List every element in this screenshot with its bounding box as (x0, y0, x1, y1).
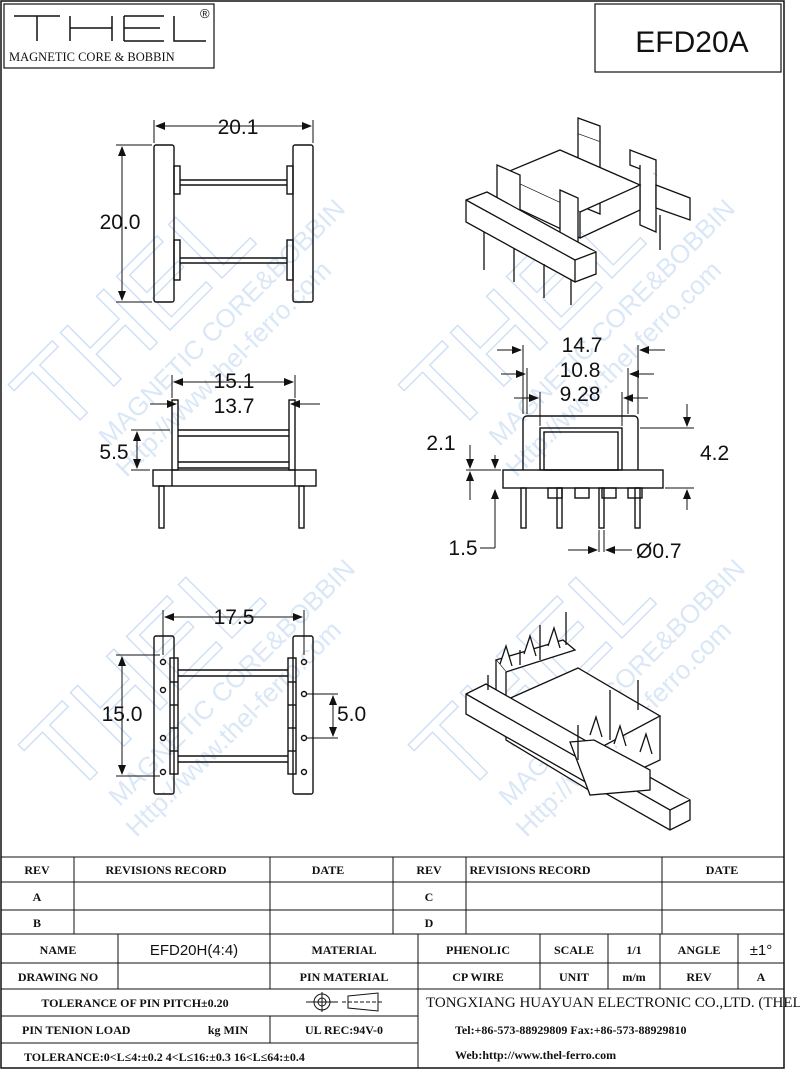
side-view-dims (131, 375, 320, 471)
dim-end-flange: 2.1 (426, 432, 455, 455)
first-angle-projection-icon (306, 992, 384, 1012)
top-view (153, 144, 314, 303)
rev-d: D (425, 916, 434, 930)
bottom-view (153, 635, 314, 795)
side-view (152, 399, 317, 529)
dim-side-height: 5.5 (99, 441, 128, 464)
dim-end-pin-offset: 1.5 (448, 537, 477, 560)
title-block (1, 856, 784, 1068)
dim-end-inner: 9.28 (560, 383, 601, 406)
unit-value: m/m (622, 970, 645, 984)
pin-material-value: CP WIRE (452, 970, 503, 984)
scale-value: 1/1 (626, 943, 641, 957)
logo-block: ® MAGNETIC CORE & BOBBIN (3, 3, 215, 69)
company-phone: Tel:+86-573-88929809 Fax:+86-573-8892981… (455, 1023, 687, 1037)
dim-end-window: 4.2 (700, 442, 729, 465)
material-label: MATERIAL (311, 943, 376, 957)
registered-icon: ® (200, 6, 210, 21)
date-header-right: DATE (706, 863, 738, 877)
rev-b: B (33, 916, 41, 930)
angle-value: ±1° (750, 942, 773, 959)
top-view-dims (116, 120, 314, 303)
rev-value: A (757, 970, 766, 984)
pin-material-label: PIN MATERIAL (300, 970, 389, 984)
dim-end-outer: 14.7 (562, 334, 603, 357)
rev-c: C (425, 890, 434, 904)
rev-label-bottom: REV (686, 970, 712, 984)
end-view (502, 415, 664, 529)
bottom-view-dims (116, 610, 338, 777)
dim-bottom-height: 15.0 (102, 703, 143, 726)
revisions-record-header: REVISIONS RECORD (105, 863, 226, 877)
logo-letters (14, 15, 206, 42)
rev-header: REV (24, 863, 50, 877)
rev-header-right: REV (416, 863, 442, 877)
isometric-view-bottom (465, 612, 691, 831)
dim-side-outer: 15.1 (214, 370, 255, 393)
revisions-record-header-right: REVISIONS RECORD (469, 863, 590, 877)
tolerance-line: TOLERANCE:0<L≤4:±0.2 4<L≤16:±0.3 16<L≤64… (24, 1050, 305, 1064)
material-value: PHENOLIC (446, 943, 510, 957)
company-web: Web:http://www.thel-ferro.com (455, 1048, 616, 1062)
pin-tension-label: PIN TENION LOAD (22, 1023, 131, 1037)
dim-bottom-pitch: 5.0 (337, 703, 366, 726)
part-number-block: EFD20A (594, 3, 782, 73)
name-label: NAME (40, 943, 77, 957)
pin-pitch-tolerance: TOLERANCE OF PIN PITCH±0.20 (41, 996, 228, 1010)
dim-top-height: 20.0 (100, 211, 141, 234)
dim-bottom-width: 17.5 (214, 606, 255, 629)
company-name: TONGXIANG HUAYUAN ELECTRONIC CO.,LTD. (T… (426, 995, 800, 1011)
drawing-no-label: DRAWING NO (18, 970, 98, 984)
angle-label: ANGLE (678, 943, 721, 957)
unit-label: UNIT (559, 970, 589, 984)
pin-tension-unit: kg MIN (208, 1023, 249, 1037)
ul-rec: UL REC:94V-0 (305, 1023, 383, 1037)
part-number: EFD20A (635, 26, 748, 59)
dim-top-width: 20.1 (218, 116, 259, 139)
dim-end-mid: 10.8 (560, 359, 601, 382)
dim-end-pin-dia: Ø0.7 (636, 540, 682, 563)
name-value: EFD20H(4:4) (150, 942, 238, 959)
rev-a: A (33, 890, 42, 904)
dim-side-inner: 13.7 (214, 395, 255, 418)
logo-subtitle: MAGNETIC CORE & BOBBIN (9, 50, 175, 64)
scale-label: SCALE (554, 943, 594, 957)
end-view-dims (466, 345, 694, 554)
isometric-view-top (465, 117, 691, 305)
logo-frame (3, 3, 215, 69)
date-header: DATE (312, 863, 344, 877)
